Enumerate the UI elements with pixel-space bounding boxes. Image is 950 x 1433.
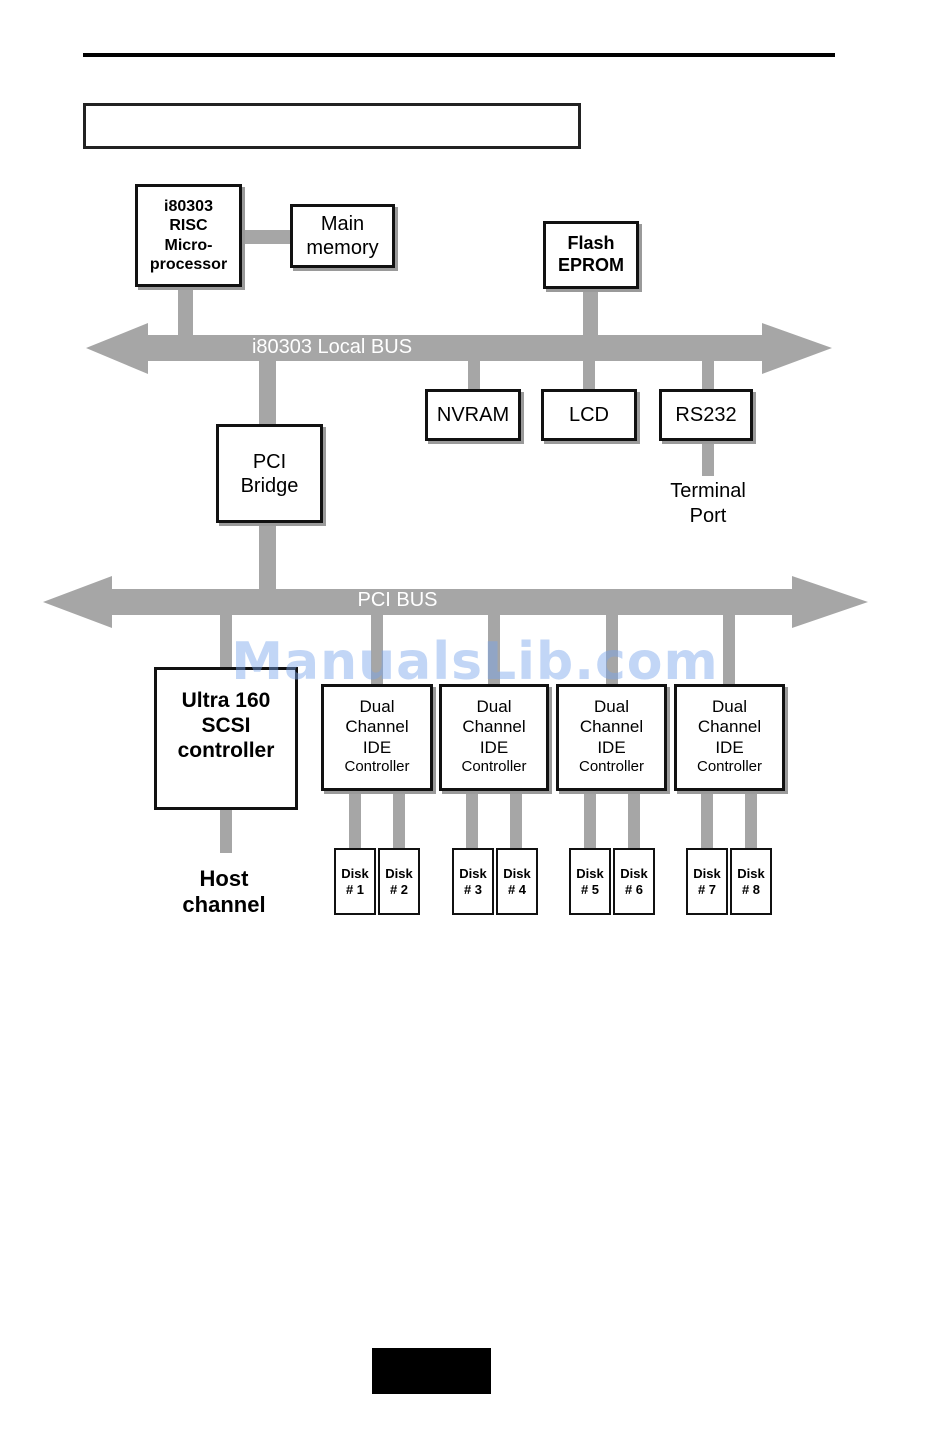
- rs232-box: RS232: [659, 389, 753, 441]
- ide-line: Dual: [712, 696, 747, 716]
- disk7-link: [701, 790, 713, 850]
- disk2-link: [393, 790, 405, 850]
- lcd-box: LCD: [541, 389, 637, 441]
- ide-line: Controller: [578, 758, 645, 776]
- disk-number: # 6: [624, 881, 644, 897]
- disk-number: # 3: [463, 881, 483, 897]
- nvram-box: NVRAM: [425, 389, 521, 441]
- disk-label: Disk: [693, 865, 721, 881]
- ide-line: Channel: [697, 717, 762, 737]
- scsi-controller-box: Ultra 160 SCSI controller: [154, 667, 298, 810]
- ide4-pci-link: [723, 615, 735, 687]
- disk-2: Disk # 2: [378, 848, 420, 915]
- disk-7: Disk # 7: [686, 848, 728, 915]
- disk-8: Disk # 8: [730, 848, 772, 915]
- watermark: ManualsLib.com: [231, 632, 719, 692]
- disk-4: Disk # 4: [496, 848, 538, 915]
- bridge-local-link: [259, 361, 276, 427]
- ide-controller-3: Dual Channel IDE Controller: [556, 684, 667, 791]
- page-number-tab: [372, 1348, 491, 1394]
- disk-label: Disk: [341, 865, 369, 881]
- disk1-link: [349, 790, 361, 850]
- scsi-host-link: [220, 808, 232, 853]
- ide-line: Dual: [476, 696, 512, 716]
- ide-controller-1: Dual Channel IDE Controller: [321, 684, 433, 791]
- ide-controller-4: Dual Channel IDE Controller: [674, 684, 785, 791]
- disk-number: # 8: [741, 881, 761, 897]
- ide-line: Channel: [345, 717, 409, 737]
- disk3-link: [466, 790, 478, 850]
- top-rule: [83, 53, 835, 57]
- cpu-bus-link: [178, 285, 193, 335]
- disk6-link: [628, 790, 640, 850]
- ide-line: Dual: [594, 696, 629, 716]
- ide3-pci-link: [606, 615, 618, 687]
- ide2-pci-link: [488, 615, 500, 687]
- disk-number: # 5: [580, 881, 600, 897]
- bridge-pci-link: [259, 521, 276, 591]
- disk-label: Disk: [620, 865, 648, 881]
- flash-bus-link: [583, 287, 598, 337]
- pci-bus-arrow: [43, 576, 868, 628]
- disk-6: Disk # 6: [613, 848, 655, 915]
- disk-5: Disk # 5: [569, 848, 611, 915]
- disk-number: # 2: [389, 881, 409, 897]
- disk-label: Disk: [385, 865, 413, 881]
- ide-line: IDE: [479, 737, 509, 757]
- ide-line: IDE: [715, 737, 744, 757]
- ide-line: IDE: [362, 737, 392, 757]
- ide-line: Controller: [344, 758, 410, 776]
- main-memory-box: Main memory: [290, 204, 395, 268]
- pci-bridge-box: PCI Bridge: [216, 424, 323, 523]
- ide1-pci-link: [371, 615, 383, 687]
- scsi-pci-link: [220, 615, 232, 669]
- host-channel-label: Host channel: [182, 866, 266, 918]
- nvram-bus-link: [468, 361, 480, 391]
- terminal-port-label: Terminal Port: [670, 480, 746, 527]
- ide-line: Channel: [462, 717, 526, 737]
- cpu-box: i80303 RISC Micro- processor: [135, 184, 242, 287]
- cpu-memory-link: [240, 230, 292, 244]
- disk-number: # 4: [507, 881, 527, 897]
- disk-1: Disk # 1: [334, 848, 376, 915]
- ide-line: IDE: [597, 737, 626, 757]
- rs232-terminal-link: [702, 440, 714, 476]
- disk4-link: [510, 790, 522, 850]
- disk-number: # 7: [697, 881, 717, 897]
- disk-label: Disk: [503, 865, 531, 881]
- disk-number: # 1: [345, 881, 365, 897]
- ide-controller-2: Dual Channel IDE Controller: [439, 684, 549, 791]
- lcd-bus-link: [583, 361, 595, 391]
- local-bus-label: i80303 Local BUS: [251, 336, 413, 358]
- disk-label: Disk: [459, 865, 487, 881]
- flash-eprom-box: Flash EPROM: [543, 221, 639, 289]
- rs232-bus-link: [702, 361, 714, 391]
- disk-3: Disk # 3: [452, 848, 494, 915]
- section-title-box: [83, 103, 581, 149]
- ide-line: Controller: [461, 758, 527, 776]
- disk-label: Disk: [737, 865, 765, 881]
- disk5-link: [584, 790, 596, 850]
- ide-line: Controller: [696, 758, 763, 776]
- disk8-link: [745, 790, 757, 850]
- local-bus-arrow: [86, 323, 832, 374]
- ide-line: Channel: [579, 717, 644, 737]
- disk-label: Disk: [576, 865, 604, 881]
- pci-bus-label: PCI BUS: [357, 589, 438, 611]
- ide-line: Dual: [359, 696, 395, 716]
